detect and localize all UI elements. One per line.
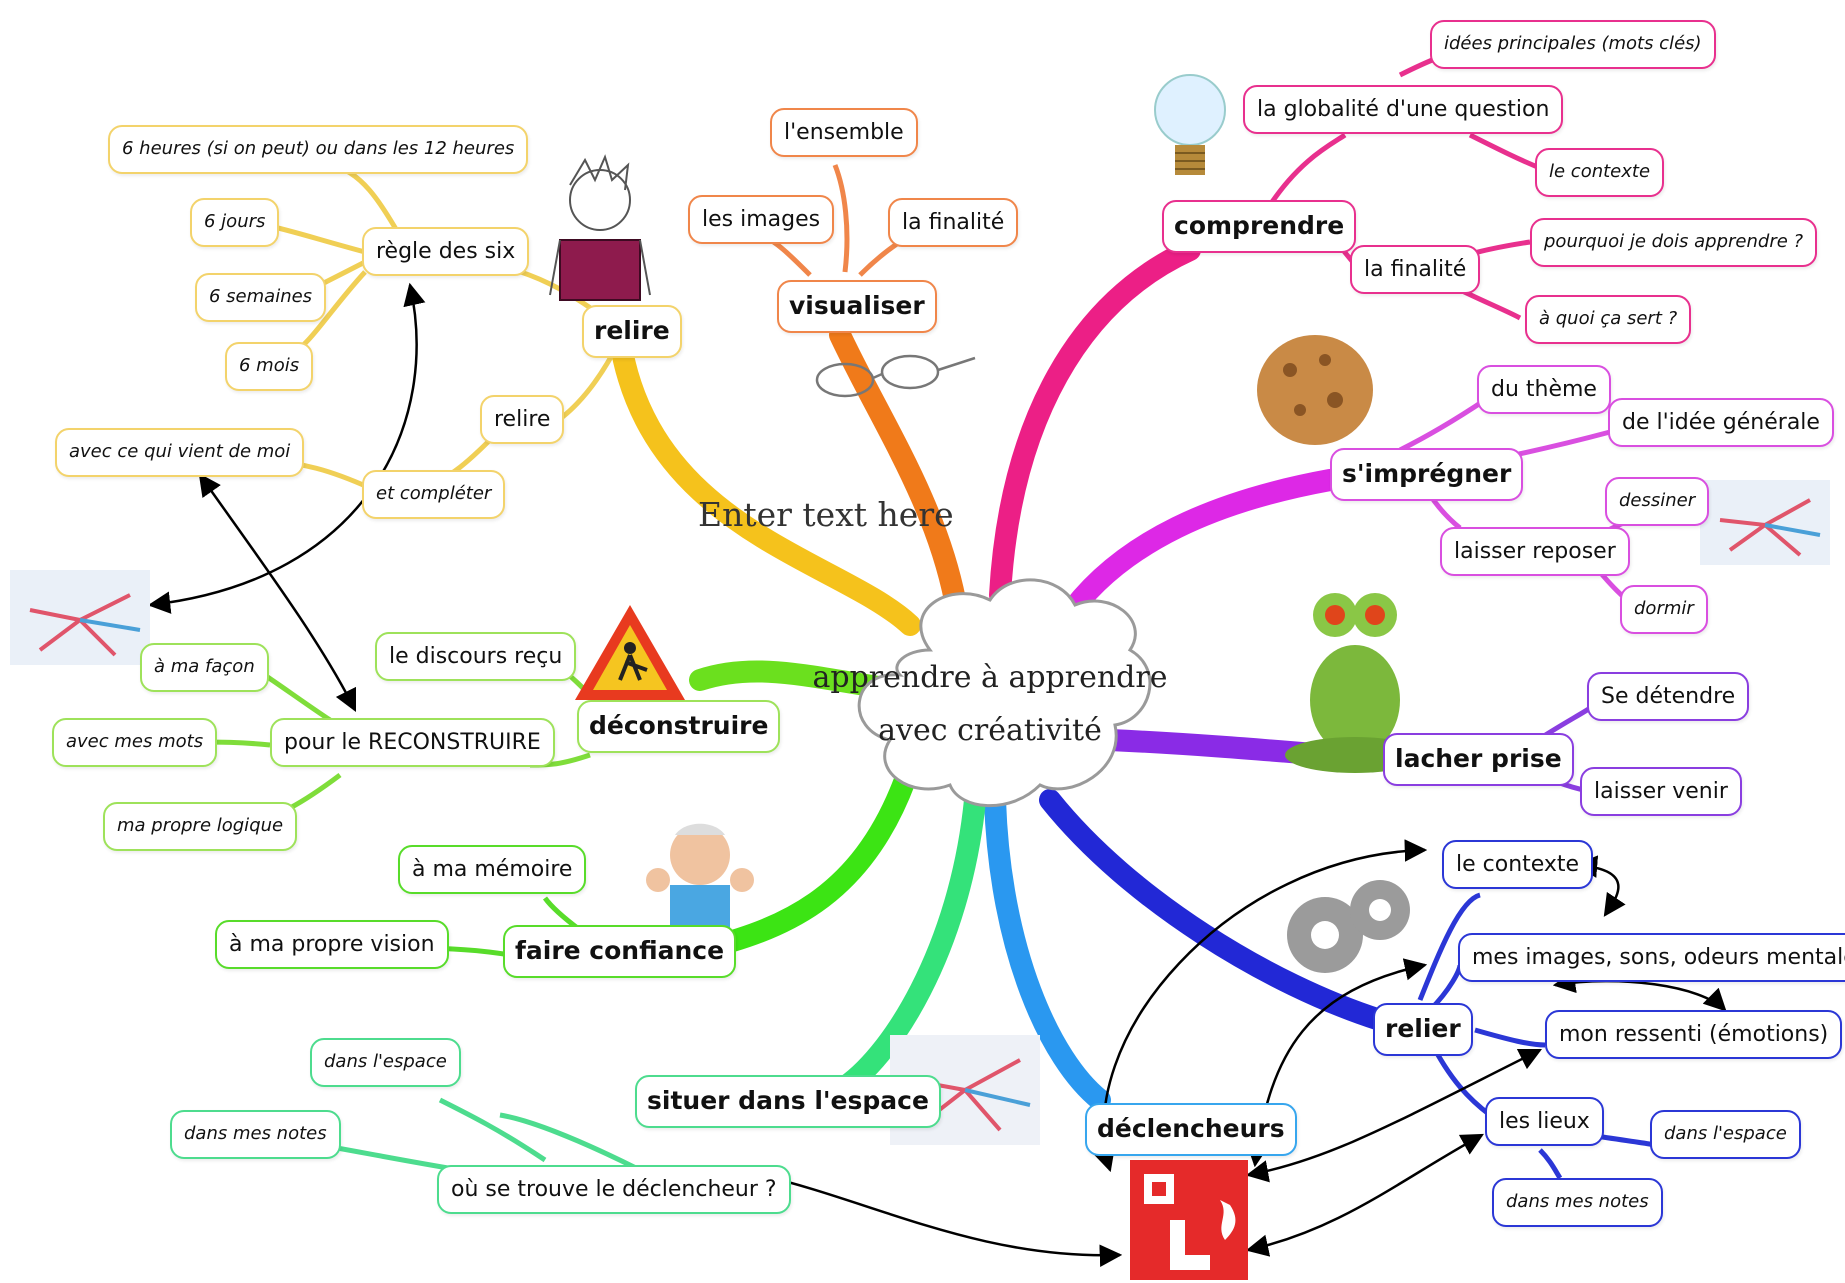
node-mon-ressenti[interactable]: mon ressenti (émotions) bbox=[1545, 1010, 1843, 1060]
node-les-images[interactable]: les images bbox=[688, 195, 835, 245]
node-relire[interactable]: relire bbox=[582, 305, 682, 358]
node-laisser-reposer[interactable]: laisser reposer bbox=[1440, 527, 1630, 577]
node-et-completer[interactable]: et compléter bbox=[362, 470, 506, 519]
node-dans-mes-notes-1[interactable]: dans mes notes bbox=[170, 1110, 341, 1159]
node-la-finalite[interactable]: la finalité bbox=[888, 198, 1019, 248]
center-cloud bbox=[857, 578, 1152, 808]
node-comprendre[interactable]: comprendre bbox=[1162, 200, 1357, 253]
branch-confiance bbox=[689, 769, 916, 961]
mindmap-thumbnail-icon bbox=[1700, 480, 1830, 565]
node-du-theme[interactable]: du thème bbox=[1477, 365, 1611, 415]
central-topic[interactable]: apprendre à apprendre avec créativité bbox=[790, 652, 1190, 757]
sponge-icon bbox=[1257, 335, 1373, 445]
node-le-contexte-2[interactable]: le contexte bbox=[1442, 840, 1594, 890]
node-laisser-venir[interactable]: laisser venir bbox=[1580, 767, 1742, 817]
node-mes-images-sons[interactable]: mes images, sons, odeurs mentales bbox=[1458, 933, 1845, 983]
node-deconstruire[interactable]: déconstruire bbox=[577, 700, 781, 753]
node-visualiser[interactable]: visualiser bbox=[777, 280, 937, 333]
node-l-ensemble[interactable]: l'ensemble bbox=[770, 108, 918, 158]
central-topic-line2: avec créativité bbox=[878, 712, 1102, 748]
node-idees-principales[interactable]: idées principales (mots clés) bbox=[1430, 20, 1716, 69]
node-dans-l-espace-1[interactable]: dans l'espace bbox=[310, 1038, 461, 1087]
node-a-ma-facon[interactable]: à ma façon bbox=[140, 643, 269, 692]
branch-impregner bbox=[1054, 469, 1341, 631]
node-a-ma-propre-vision[interactable]: à ma propre vision bbox=[215, 920, 449, 970]
node-idee-generale[interactable]: de l'idée générale bbox=[1608, 398, 1834, 448]
node-6-semaines[interactable]: 6 semaines bbox=[195, 273, 327, 322]
node-relire-2[interactable]: relire bbox=[480, 395, 565, 445]
node-avec-mes-mots[interactable]: avec mes mots bbox=[52, 718, 218, 767]
branch-relire bbox=[609, 329, 921, 636]
gears-icon bbox=[1287, 880, 1410, 973]
node-6-mois[interactable]: 6 mois bbox=[225, 342, 314, 391]
node-regle-des-six[interactable]: règle des six bbox=[362, 227, 530, 277]
node-dormir[interactable]: dormir bbox=[1620, 585, 1708, 634]
node-les-lieux[interactable]: les lieux bbox=[1485, 1097, 1604, 1147]
node-pourquoi[interactable]: pourquoi je dois apprendre ? bbox=[1530, 218, 1818, 267]
node-lacher-prise[interactable]: lacher prise bbox=[1383, 733, 1574, 786]
node-ou-se-trouve[interactable]: où se trouve le déclencheur ? bbox=[437, 1165, 791, 1215]
branch-comprendre bbox=[989, 239, 1201, 606]
node-ma-propre-logique[interactable]: ma propre logique bbox=[103, 802, 298, 851]
fire-alarm-icon bbox=[1130, 1160, 1248, 1280]
node-faire-confiance[interactable]: faire confiance bbox=[503, 925, 737, 978]
node-globalite[interactable]: la globalité d'une question bbox=[1243, 85, 1564, 135]
node-le-contexte-1[interactable]: le contexte bbox=[1535, 148, 1665, 197]
node-6-jours[interactable]: 6 jours bbox=[190, 198, 280, 247]
mindmap-thumbnail-icon-2 bbox=[10, 570, 150, 665]
node-declencheurs[interactable]: déclencheurs bbox=[1085, 1103, 1297, 1156]
node-situer[interactable]: situer dans l'espace bbox=[635, 1075, 941, 1128]
node-s-impregner[interactable]: s'imprégner bbox=[1330, 448, 1524, 501]
central-topic-line1: apprendre à apprendre bbox=[812, 660, 1168, 695]
book-reader-icon bbox=[549, 154, 651, 301]
node-relier[interactable]: relier bbox=[1373, 1003, 1473, 1056]
enter-text-placeholder[interactable]: Enter text here bbox=[698, 495, 954, 534]
node-dans-mes-notes-2[interactable]: dans mes notes bbox=[1492, 1178, 1663, 1227]
node-le-discours-recu[interactable]: le discours reçu bbox=[375, 632, 577, 682]
node-dans-l-espace-2[interactable]: dans l'espace bbox=[1650, 1110, 1801, 1159]
glasses-icon bbox=[815, 354, 976, 398]
node-avec-ce-qui-vient-de-moi[interactable]: avec ce qui vient de moi bbox=[55, 428, 305, 477]
thumbs-up-person-icon bbox=[646, 823, 754, 935]
lightbulb-icon bbox=[1154, 74, 1226, 175]
node-6-heures[interactable]: 6 heures (si on peut) ou dans les 12 heu… bbox=[108, 125, 529, 174]
branch-declencheurs bbox=[984, 789, 1111, 1111]
branch-visualiser bbox=[829, 324, 966, 611]
node-la-finalite-2[interactable]: la finalité bbox=[1350, 245, 1481, 295]
branch-situer bbox=[829, 789, 986, 1101]
node-se-detendre[interactable]: Se détendre bbox=[1587, 672, 1750, 722]
node-a-ma-memoire[interactable]: à ma mémoire bbox=[398, 845, 587, 895]
node-pour-le-reconstruire[interactable]: pour le RECONSTRUIRE bbox=[270, 718, 555, 768]
node-dessiner[interactable]: dessiner bbox=[1605, 477, 1710, 526]
node-a-quoi-ca-sert[interactable]: à quoi ça sert ? bbox=[1525, 295, 1692, 344]
workman-sign-icon bbox=[575, 605, 685, 700]
